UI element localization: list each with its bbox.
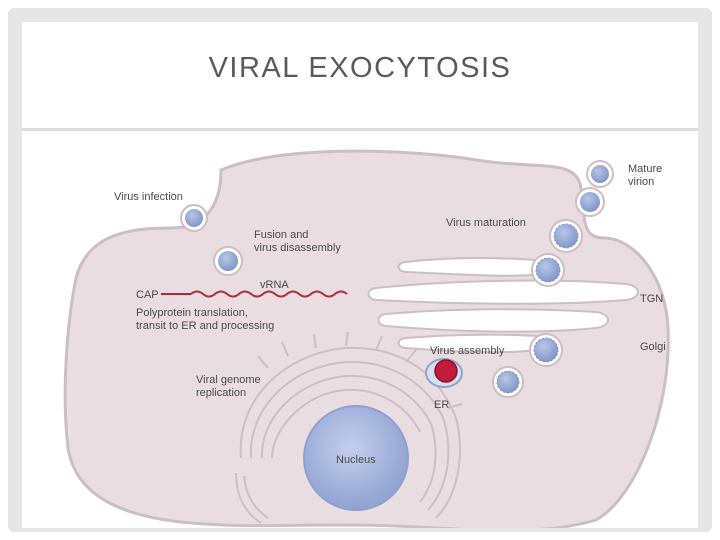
virion-transit — [492, 366, 524, 398]
golgi-cisterna-tgn — [367, 279, 639, 305]
virion-infecting — [180, 204, 208, 232]
label-mature-line2: virion — [628, 176, 654, 188]
label-virus-infection: Virus infection — [114, 191, 183, 203]
label-mature-line1: Mature — [628, 163, 662, 175]
label-golgi: Golgi — [640, 341, 666, 353]
label-tgn: TGN — [640, 293, 663, 305]
slide-title: VIRAL EXOCYTOSIS — [208, 52, 512, 84]
label-fusion-line2: virus disassembly — [254, 242, 341, 254]
virion-maturing-2 — [531, 253, 565, 287]
label-cap: CAP — [136, 289, 159, 301]
virion-fusion — [213, 246, 243, 276]
label-nucleus: Nucleus — [336, 454, 376, 466]
label-genome-line2: replication — [196, 387, 246, 399]
cell-cytoplasm — [63, 149, 670, 528]
endoplasmic-reticulum — [235, 331, 463, 524]
label-genome-line1: Viral genome — [196, 374, 261, 386]
label-er: ER — [434, 399, 449, 411]
virion-golgi — [529, 333, 563, 367]
golgi-cisterna-2 — [377, 308, 609, 333]
label-polyprotein-line2: transit to ER and processing — [136, 320, 274, 332]
vrna-strand — [190, 290, 348, 298]
label-fusion-line1: Fusion and — [254, 229, 308, 241]
slide: VIRAL EXOCYTOSIS — [22, 22, 698, 528]
virion-mature-released — [586, 160, 614, 188]
title-band: VIRAL EXOCYTOSIS — [22, 22, 698, 131]
virus-assembly-core — [434, 359, 458, 383]
label-polyprotein-line1: Polyprotein translation, — [136, 307, 248, 319]
label-vrna: vRNA — [260, 279, 289, 291]
label-virus-assembly: Virus assembly — [430, 345, 505, 357]
nucleus — [303, 405, 409, 511]
label-virus-maturation: Virus maturation — [446, 217, 526, 229]
virion-maturing-1 — [549, 219, 583, 253]
viral-exocytosis-diagram: Virus infection Fusion and virus disasse… — [63, 149, 670, 528]
virion-budding — [575, 187, 605, 217]
